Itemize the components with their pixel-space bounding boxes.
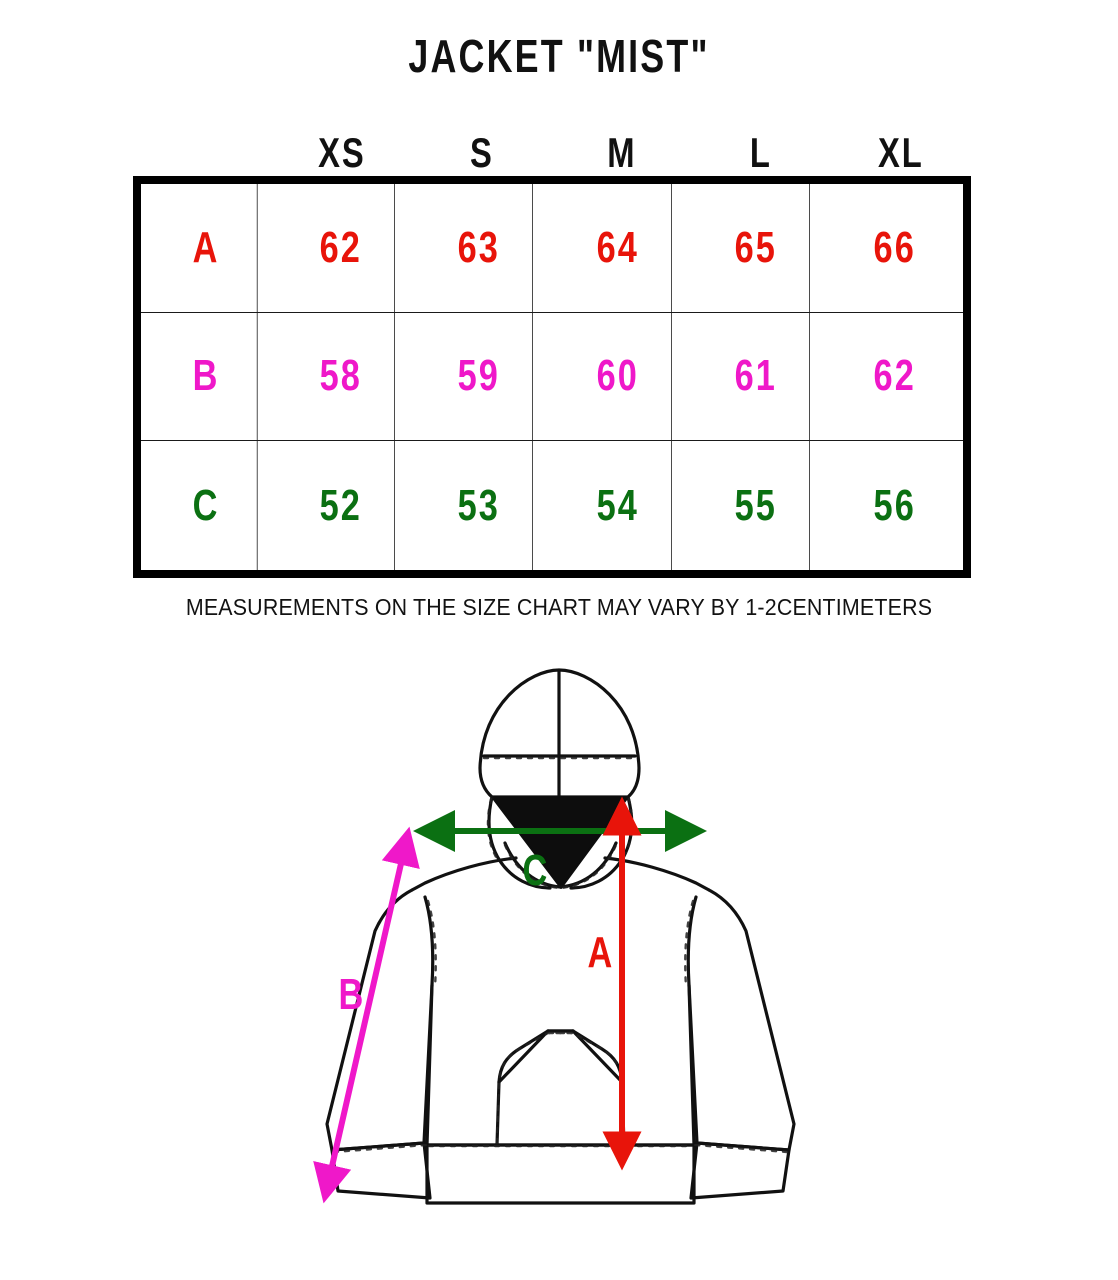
cell-a-m: 64 bbox=[564, 184, 672, 312]
size-chart-table: A 62 63 64 65 66 B 58 59 60 61 62 C 52 5… bbox=[133, 176, 971, 578]
cell-a-xl: 66 bbox=[873, 222, 916, 272]
table-row: C 52 53 54 55 56 bbox=[141, 441, 963, 570]
cell-c-s: 53 bbox=[426, 441, 534, 570]
cell-b-s: 59 bbox=[426, 312, 534, 441]
cell-a-s: 63 bbox=[426, 184, 534, 312]
size-header-l: L bbox=[750, 129, 773, 176]
measurement-label-b: B bbox=[338, 970, 364, 1019]
row-label-c: C bbox=[155, 441, 258, 570]
row-label-b: B bbox=[155, 312, 258, 441]
size-header-xl: XL bbox=[878, 129, 924, 176]
page-title: JACKET "MIST" bbox=[408, 30, 710, 82]
measurement-label-a: A bbox=[587, 928, 613, 977]
size-header-s: S bbox=[469, 129, 494, 176]
cell-c-l: 55 bbox=[702, 441, 811, 570]
measurement-label-c: C bbox=[522, 846, 548, 895]
cell-b-xs: 58 bbox=[287, 312, 396, 441]
cell-a-l: 65 bbox=[702, 184, 811, 312]
measurement-arrow-b bbox=[313, 826, 420, 1204]
cell-c-xs: 52 bbox=[287, 441, 396, 570]
measurement-disclaimer: MEASUREMENTS ON THE SIZE CHART MAY VARY … bbox=[185, 594, 933, 620]
cell-c-xl: 56 bbox=[873, 480, 916, 530]
row-label-a: A bbox=[155, 184, 258, 312]
cell-b-l: 61 bbox=[702, 312, 811, 441]
garment-illustration bbox=[0, 645, 1118, 1265]
cell-b-xl: 62 bbox=[873, 351, 916, 401]
cell-a-xs: 62 bbox=[287, 184, 396, 312]
cell-c-m: 54 bbox=[564, 441, 672, 570]
size-header-xs: XS bbox=[318, 129, 366, 176]
header-corner-cell bbox=[133, 122, 272, 176]
hoodie-line-drawing bbox=[325, 668, 796, 1205]
size-header-m: M bbox=[606, 129, 637, 176]
size-header-row: XS S M L XL bbox=[133, 122, 971, 176]
table-row: B 58 59 60 61 62 bbox=[141, 312, 963, 442]
table-row: A 62 63 64 65 66 bbox=[141, 184, 963, 313]
cell-b-m: 60 bbox=[564, 312, 672, 441]
